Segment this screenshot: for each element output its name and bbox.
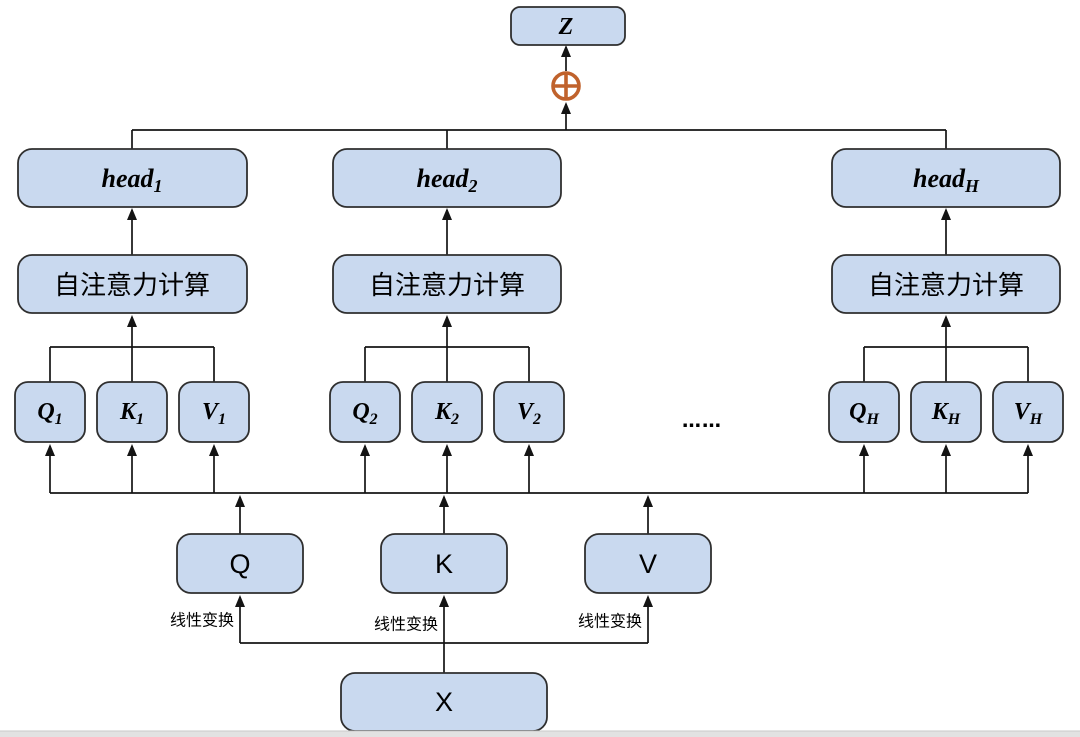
- q1-base: Q: [37, 399, 54, 425]
- kH-sub: H: [947, 411, 961, 428]
- qkv-group-2: Q2 K2 V2: [329, 315, 565, 443]
- k2-box: [411, 381, 483, 443]
- input-section: X: [235, 595, 653, 732]
- head-H-box: [831, 148, 1061, 208]
- head-H-sub: H: [964, 176, 980, 196]
- attention-2-label: 自注意力计算: [369, 270, 525, 300]
- head-2-sub: 2: [468, 176, 478, 196]
- linear-label-k: 线性变换: [374, 616, 438, 634]
- input-x-label: X: [435, 687, 453, 717]
- projection-q-label: Q: [229, 549, 250, 579]
- v1-base: V: [202, 399, 220, 425]
- projection-row: Q K V: [176, 495, 712, 594]
- v1-box: [178, 381, 250, 443]
- head-1-box: [17, 148, 248, 208]
- attention-1-box: [17, 254, 248, 314]
- head-1-base: head: [102, 164, 155, 193]
- attention-2-box: [332, 254, 562, 314]
- output-section: Z: [510, 6, 626, 130]
- attention-row: 自注意力计算 自注意力计算 自注意力计算: [17, 208, 1061, 314]
- attention-H-box: [831, 254, 1061, 314]
- kH-label: KH: [931, 399, 961, 428]
- head-2-label: head2: [417, 164, 478, 197]
- vH-sub: H: [1029, 411, 1043, 428]
- head-row: head1 head2 headH: [17, 148, 1061, 208]
- projection-k-label: K: [435, 549, 453, 579]
- q2-sub: 2: [369, 411, 378, 428]
- circle-plus-icon: [551, 71, 581, 101]
- k2-sub: 2: [450, 411, 459, 428]
- attention-H-label: 自注意力计算: [868, 270, 1024, 300]
- projection-v-label: V: [639, 549, 657, 579]
- qH-label: QH: [849, 399, 879, 428]
- kH-base: K: [931, 399, 950, 425]
- head-2-box: [332, 148, 562, 208]
- vH-box: [992, 381, 1064, 443]
- projection-v-box: [584, 533, 712, 594]
- head-2-base: head: [417, 164, 470, 193]
- q1-sub: 1: [55, 411, 63, 428]
- q2-box: [329, 381, 401, 443]
- qH-box: [828, 381, 900, 443]
- q2-base: Q: [352, 399, 369, 425]
- v2-label: V2: [517, 399, 541, 428]
- v2-box: [493, 381, 565, 443]
- head-H-label: headH: [913, 164, 980, 197]
- head-H-base: head: [913, 164, 966, 193]
- output-z-box: [510, 6, 626, 46]
- v2-base: V: [517, 399, 535, 425]
- vH-label: VH: [1014, 399, 1043, 428]
- v1-label: V1: [202, 399, 226, 428]
- kH-box: [910, 381, 982, 443]
- distribution-bus: [45, 444, 1033, 494]
- qH-sub: H: [865, 411, 879, 428]
- v2-sub: 2: [532, 411, 541, 428]
- k1-label: K1: [119, 399, 144, 428]
- footer-bar: [0, 730, 1080, 737]
- head-1-label: head1: [102, 164, 163, 197]
- footer-strip: [0, 731, 1080, 737]
- k2-base: K: [434, 399, 453, 425]
- k1-box: [96, 381, 168, 443]
- concat-bus: [131, 129, 947, 150]
- k2-label: K2: [434, 399, 459, 428]
- ellipsis-label: ……: [682, 410, 722, 432]
- k1-sub: 1: [136, 411, 144, 428]
- projection-q-box: [176, 533, 304, 594]
- v1-sub: 1: [218, 411, 226, 428]
- q2-label: Q2: [352, 399, 377, 428]
- output-z-label: Z: [558, 14, 574, 40]
- vH-base: V: [1014, 399, 1032, 425]
- qkv-group-1: Q1 K1 V1: [14, 315, 250, 443]
- k1-base: K: [119, 399, 138, 425]
- linear-label-v: 线性变换: [578, 613, 642, 631]
- attention-1-label: 自注意力计算: [54, 270, 210, 300]
- projection-k-box: [380, 533, 508, 594]
- qkv-group-H: QH KH VH: [828, 315, 1064, 443]
- linear-label-q: 线性变换: [170, 612, 234, 630]
- head-1-sub: 1: [154, 176, 163, 196]
- q1-box: [14, 381, 86, 443]
- q1-label: Q1: [37, 399, 62, 428]
- linear-transform-labels: 线性变换 线性变换 线性变换: [170, 612, 642, 634]
- qH-base: Q: [849, 399, 866, 425]
